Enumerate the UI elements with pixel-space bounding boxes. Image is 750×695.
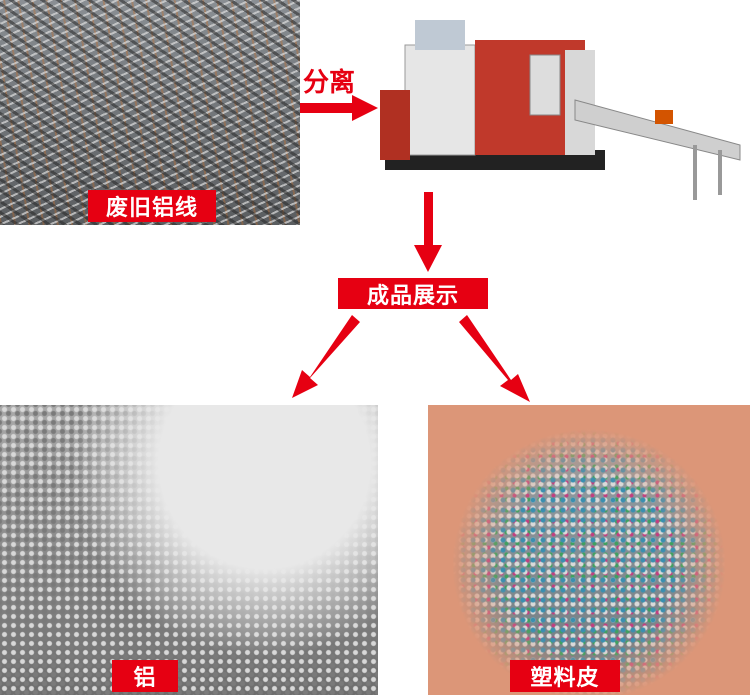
arrow-down-left: [292, 315, 360, 398]
input-label: 废旧铝线: [88, 190, 216, 222]
arrow-right: [300, 95, 378, 121]
aluminum-granules-photo: [0, 405, 378, 695]
aluminum-label: 铝: [112, 660, 178, 692]
showcase-label: 成品展示: [338, 278, 488, 309]
scrap-aluminum-wire-photo: [0, 0, 300, 225]
plastic-granules-photo: [428, 405, 750, 695]
plastic-label: 塑料皮: [510, 660, 620, 692]
wire-separator-machine-image: [380, 20, 741, 200]
process-label: 分离: [303, 68, 356, 98]
arrow-down: [414, 192, 442, 272]
arrow-down-right: [459, 315, 530, 402]
